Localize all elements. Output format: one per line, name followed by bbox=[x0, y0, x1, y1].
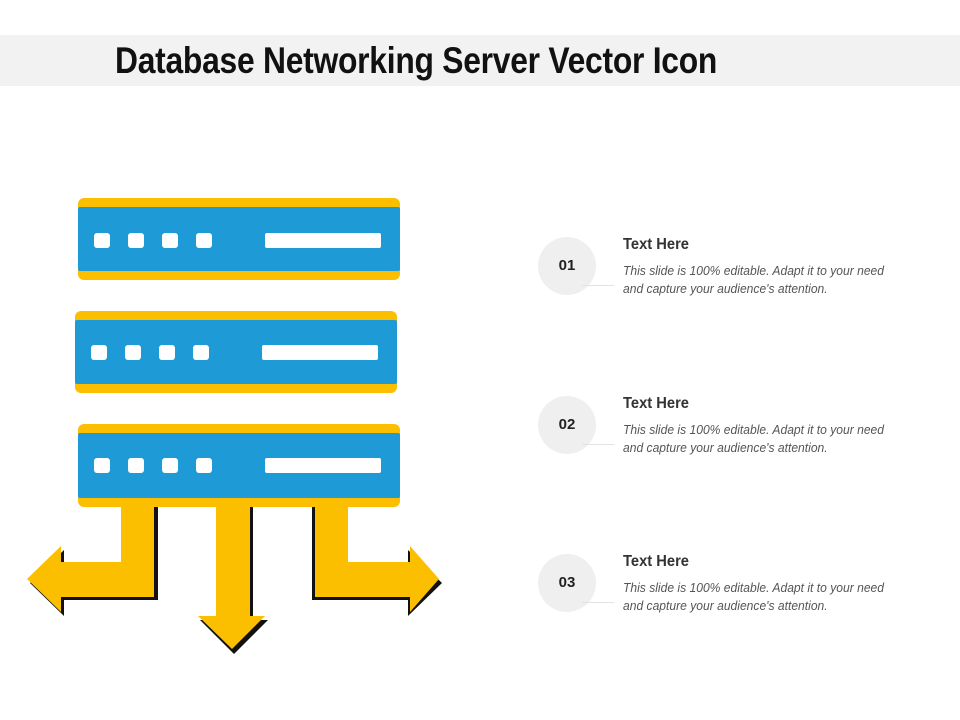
server-led-icon bbox=[196, 233, 212, 248]
connector-line bbox=[582, 444, 614, 445]
server-unit-1 bbox=[78, 198, 400, 280]
number-circle: 01 bbox=[538, 237, 596, 295]
list-item-3: 03 Text Here This slide is 100% editable… bbox=[538, 553, 938, 644]
item-heading: Text Here bbox=[623, 236, 689, 253]
arrow-right-icon bbox=[312, 504, 442, 616]
number-circle: 03 bbox=[538, 554, 596, 612]
server-led-icon bbox=[125, 345, 141, 360]
arrow-down-icon bbox=[198, 504, 268, 654]
server-unit-2 bbox=[75, 311, 397, 393]
item-description: This slide is 100% editable. Adapt it to… bbox=[623, 422, 884, 455]
connector-line bbox=[582, 285, 614, 286]
item-description: This slide is 100% editable. Adapt it to… bbox=[623, 263, 884, 296]
item-heading: Text Here bbox=[623, 395, 689, 412]
server-led-icon bbox=[94, 458, 110, 473]
item-number: 01 bbox=[558, 257, 576, 274]
server-led-icon bbox=[91, 345, 107, 360]
server-led-icon bbox=[162, 458, 178, 473]
server-drive-slot-icon bbox=[265, 233, 381, 248]
item-number: 03 bbox=[558, 574, 576, 591]
item-description: This slide is 100% editable. Adapt it to… bbox=[623, 580, 884, 613]
server-led-icon bbox=[162, 233, 178, 248]
server-drive-slot-icon bbox=[265, 458, 381, 473]
list-item-1: 01 Text Here This slide is 100% editable… bbox=[538, 236, 938, 327]
item-number: 02 bbox=[558, 416, 576, 433]
server-led-icon bbox=[193, 345, 209, 360]
number-circle: 02 bbox=[538, 396, 596, 454]
title-bar: Database Networking Server Vector Icon bbox=[0, 35, 960, 86]
arrow-left-icon bbox=[27, 504, 158, 616]
list-item-2: 02 Text Here This slide is 100% editable… bbox=[538, 395, 938, 486]
connector-line bbox=[582, 602, 614, 603]
item-heading: Text Here bbox=[623, 553, 689, 570]
server-led-icon bbox=[196, 458, 212, 473]
server-led-icon bbox=[94, 233, 110, 248]
server-unit-3 bbox=[78, 424, 400, 507]
server-led-icon bbox=[128, 458, 144, 473]
server-drive-slot-icon bbox=[262, 345, 378, 360]
slide-title: Database Networking Server Vector Icon bbox=[115, 40, 718, 81]
server-led-icon bbox=[159, 345, 175, 360]
server-led-icon bbox=[128, 233, 144, 248]
